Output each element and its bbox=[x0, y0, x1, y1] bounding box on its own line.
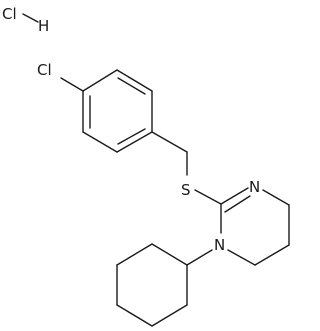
ring-bond bbox=[116, 304, 153, 327]
ring-bond bbox=[82, 69, 118, 92]
bond-ring-ch2 bbox=[151, 131, 188, 153]
ring-bond bbox=[151, 243, 188, 266]
ring-bond bbox=[116, 243, 153, 266]
ring-double-bond bbox=[117, 128, 146, 145]
cyclohexyl-ring bbox=[116, 243, 213, 327]
ring-double-bond bbox=[117, 77, 146, 95]
tetrahydropyrimidine-ring: N N bbox=[214, 178, 290, 266]
atom-label-cl-hcl: Cl bbox=[2, 5, 17, 23]
atom-label-h: H bbox=[38, 17, 49, 35]
hydrochloride-group: Cl H bbox=[2, 5, 49, 35]
atom-label-n-imine: N bbox=[249, 178, 260, 196]
bond-h-cl bbox=[22, 13, 39, 23]
ring-bond bbox=[227, 249, 256, 266]
bond-s-c2 bbox=[194, 189, 222, 205]
bond-c2-n3-double bbox=[220, 187, 249, 205]
benzyl-thioether-linker: S bbox=[151, 131, 222, 205]
atom-label-n-amine: N bbox=[214, 236, 225, 254]
chlorophenyl-ring: Cl bbox=[37, 61, 153, 153]
ring-bond bbox=[116, 69, 153, 92]
ring-bond bbox=[254, 244, 290, 266]
ring-bond bbox=[82, 131, 118, 153]
ring-bond bbox=[116, 131, 153, 153]
atom-label-cl-ring: Cl bbox=[37, 61, 52, 79]
atom-label-s: S bbox=[181, 181, 191, 199]
bond-cl-c1 bbox=[60, 77, 84, 92]
bond-n1-cyclohexyl bbox=[186, 249, 213, 266]
ring-bond bbox=[262, 189, 290, 206]
chemical-structure-diagram: Cl H Cl S N N bbox=[2, 5, 290, 327]
ring-bond bbox=[151, 304, 188, 327]
bond-c2-n3-double-inner bbox=[224, 195, 251, 213]
